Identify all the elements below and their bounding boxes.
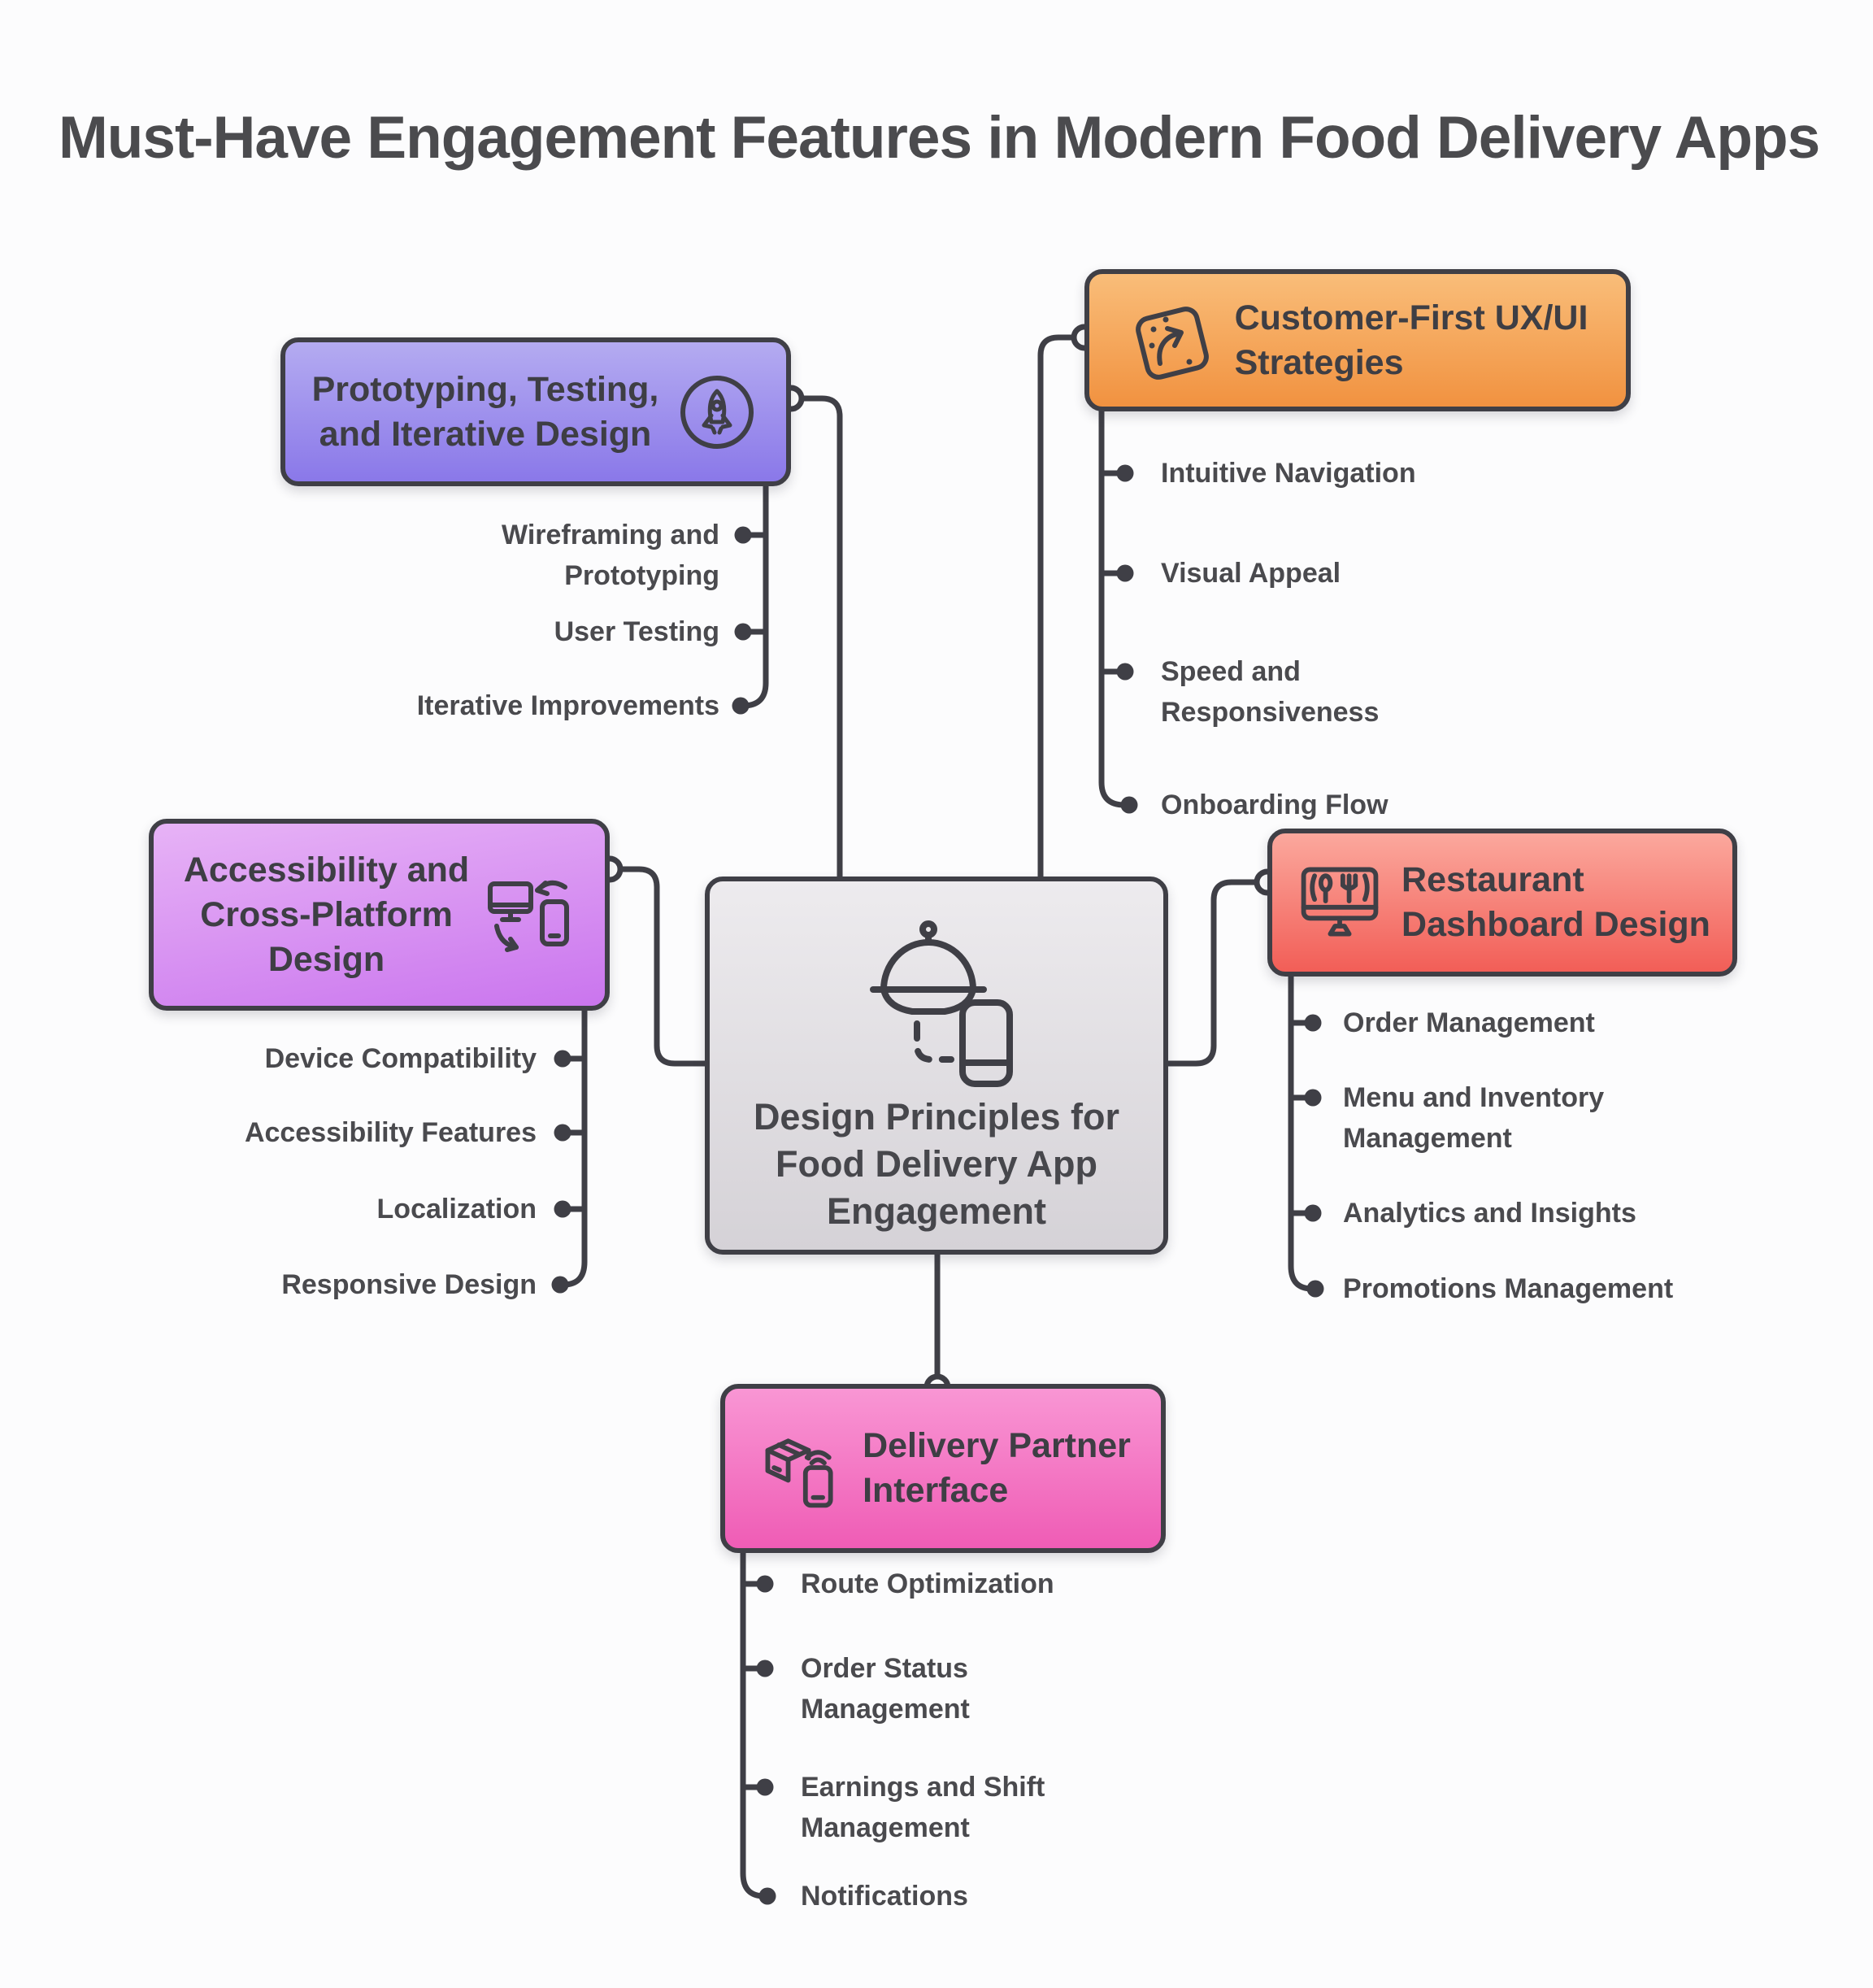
item-analytics-and-insights: Analytics and Insights <box>1343 1198 1636 1229</box>
cloche-and-phone-icon <box>839 908 1034 1087</box>
item-menu-inventory-management: Menu and Inventory Management <box>1343 1082 1605 1154</box>
branch-restaurant-box: Restaurant Dashboard Design <box>1267 829 1737 977</box>
connector-customer-first-to-center <box>1037 334 1088 880</box>
tree-prototyping <box>740 482 769 709</box>
page-title: Must-Have Engagement Features in Modern … <box>59 105 1820 171</box>
branch-accessibility-label: Accessibility and Cross-Platform Design <box>183 850 470 979</box>
rocket-icon <box>675 370 759 455</box>
item-speed-and-responsiveness: Speed and Responsiveness <box>1161 656 1380 728</box>
center-node-label: Design Principles for Food Delivery App … <box>753 1095 1120 1232</box>
item-device-compatibility: Device Compatibility <box>264 1043 537 1074</box>
tree-customer-first <box>1098 407 1128 808</box>
tree-delivery <box>740 1550 767 1899</box>
branch-restaurant-label: Restaurant Dashboard Design <box>1401 860 1710 944</box>
item-earnings-shift-management: Earnings and Shift Management <box>801 1772 1045 1843</box>
branch-prototyping-box: Prototyping, Testing, and Iterative Desi… <box>280 337 791 486</box>
item-iterative-improvements: Iterative Improvements <box>416 690 719 721</box>
branch-prototyping-label: Prototyping, Testing, and Iterative Desi… <box>311 369 659 454</box>
connector-restaurant-to-center <box>1165 879 1271 1067</box>
tree-restaurant <box>1288 972 1315 1292</box>
branch-customer-first-label: Customer-First UX/UI Strategies <box>1234 298 1588 382</box>
item-notifications: Notifications <box>801 1881 968 1912</box>
item-wireframing-and-prototyping: Wireframing and Prototyping <box>502 520 719 591</box>
item-order-status-management: Order Status Management <box>801 1653 970 1725</box>
tree-accessibility <box>560 1007 588 1288</box>
branch-delivery-label: Delivery Partner Interface <box>863 1426 1131 1510</box>
item-localization: Localization <box>376 1194 537 1225</box>
item-onboarding-flow: Onboarding Flow <box>1161 790 1388 820</box>
item-intuitive-navigation: Intuitive Navigation <box>1161 458 1416 489</box>
branch-accessibility-box: Accessibility and Cross-Platform Design <box>149 819 610 1011</box>
branch-customer-first-box: Customer-First UX/UI Strategies <box>1084 269 1631 411</box>
item-user-testing: User Testing <box>554 616 719 647</box>
center-node: Design Principles for Food Delivery App … <box>705 877 1168 1255</box>
monitor-cutlery-icon <box>1294 860 1385 945</box>
item-responsive-design: Responsive Design <box>281 1269 537 1300</box>
branch-delivery-box: Delivery Partner Interface <box>720 1384 1166 1553</box>
devices-sync-icon <box>485 876 575 954</box>
connector-accessibility-to-center <box>606 866 708 1067</box>
map-route-icon <box>1128 295 1219 386</box>
package-phone-icon <box>755 1426 846 1511</box>
item-order-management: Order Management <box>1343 1007 1595 1038</box>
item-visual-appeal: Visual Appeal <box>1161 558 1341 589</box>
item-route-optimization: Route Optimization <box>801 1568 1054 1599</box>
item-accessibility-features: Accessibility Features <box>244 1117 537 1148</box>
item-promotions-management: Promotions Management <box>1343 1273 1674 1304</box>
connector-prototyping-to-center <box>788 395 843 880</box>
